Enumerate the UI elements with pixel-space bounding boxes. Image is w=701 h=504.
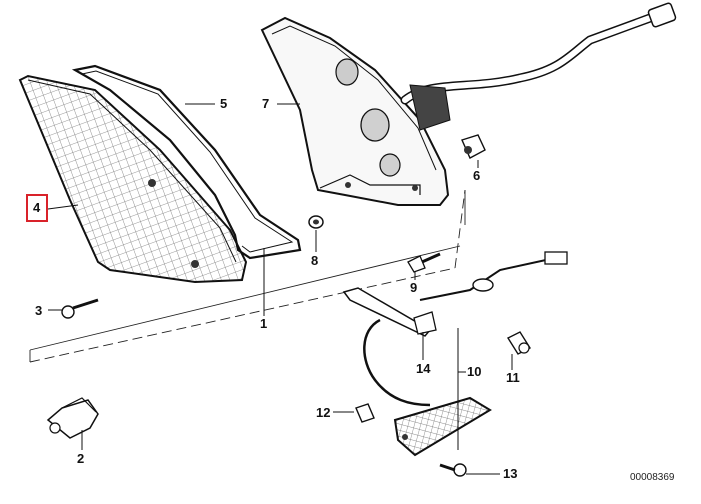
callout-14: 14 — [416, 361, 431, 376]
document-number: 00008369 — [630, 472, 675, 483]
callout-12: 12 — [316, 405, 331, 420]
callout-9: 9 — [410, 280, 418, 295]
lens-part-4 — [18, 74, 248, 284]
clip-part-12 — [355, 403, 375, 423]
washer-part-8 — [308, 215, 324, 229]
callout-4: 4 — [33, 200, 41, 215]
callout-13: 13 — [503, 466, 518, 481]
callout-6: 6 — [473, 168, 481, 183]
bulb-part-2 — [46, 397, 99, 439]
socket-part-11 — [506, 331, 532, 355]
housing-part-7 — [260, 16, 450, 206]
callout-3: 3 — [35, 303, 43, 318]
reference-frame-lines — [29, 189, 466, 363]
gasket-part-5 — [71, 64, 302, 260]
screw-part-13 — [439, 463, 467, 477]
callout-2: 2 — [77, 451, 85, 466]
housing-cable — [400, 2, 677, 131]
callout-1: 1 — [260, 316, 268, 331]
leader-lines — [47, 103, 513, 475]
callout-4-highlight-box — [26, 194, 48, 222]
screw-part-3 — [61, 298, 99, 319]
screw-part-6 — [461, 134, 486, 159]
callout-7: 7 — [262, 96, 270, 111]
callout-11: 11 — [506, 370, 520, 385]
screw-part-9 — [407, 252, 441, 273]
side-marker-part-10 — [342, 251, 568, 457]
callout-10: 10 — [467, 364, 482, 379]
bracket-part-14 — [413, 311, 437, 335]
callout-8: 8 — [311, 253, 319, 268]
callout-5: 5 — [220, 96, 228, 111]
